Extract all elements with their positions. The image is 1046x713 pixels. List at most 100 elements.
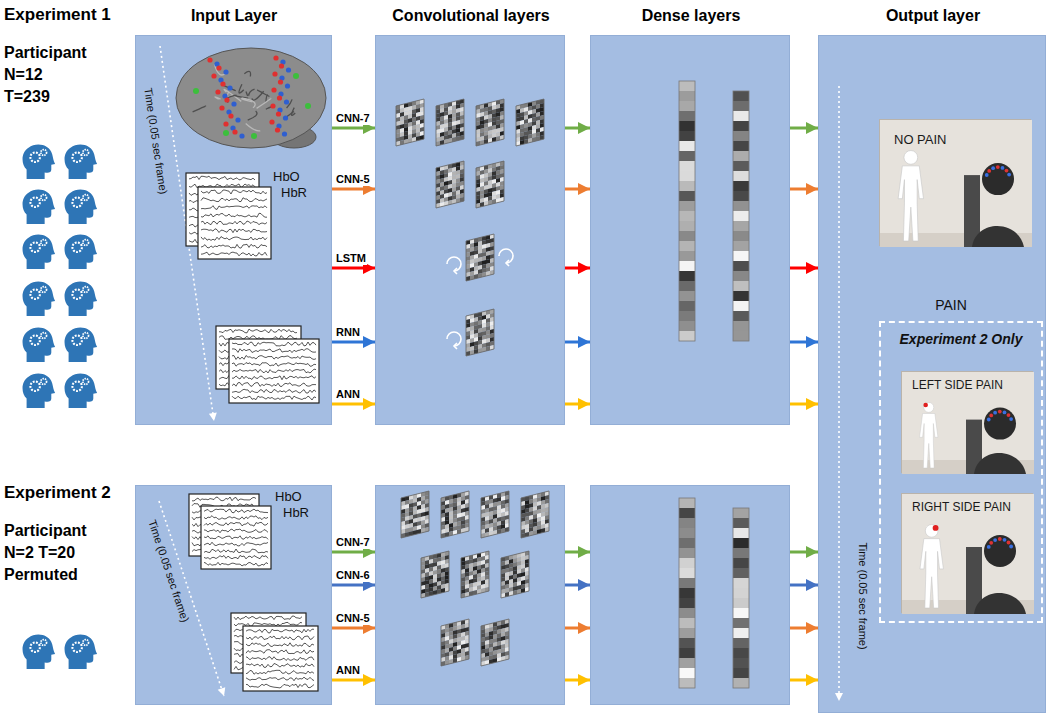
- dense-layer-panel: Dense layers: [590, 35, 790, 425]
- illustration-use: [23, 145, 56, 180]
- illustration-circle: [1003, 538, 1007, 542]
- illustration-rect: [733, 91, 749, 341]
- illustration-path: [974, 593, 1026, 614]
- photo-frame: LEFT SIDE PAIN: [901, 371, 1033, 473]
- illustration-g: [441, 619, 469, 666]
- illustration-rect: [481, 619, 509, 666]
- illustration-rect: [679, 578, 695, 588]
- illustration-circle: [933, 525, 939, 531]
- illustration-rect: [476, 161, 504, 208]
- illustration-rect: [679, 618, 695, 628]
- illustration-rect: [679, 608, 695, 618]
- illustration-rect: [733, 558, 749, 568]
- illustration-rect: [733, 121, 749, 131]
- illustration-circle: [923, 403, 928, 408]
- illustration-path: [189, 176, 255, 180]
- illustration-path: [246, 92, 247, 96]
- illustration-polygon: [218, 687, 226, 696]
- illustration-rect: [679, 498, 695, 688]
- connector-arrow: [565, 551, 590, 554]
- illustration-path: [246, 664, 314, 668]
- illustration-path: [201, 244, 267, 248]
- illustration-rect: [733, 141, 749, 151]
- illustration-path: [201, 198, 267, 202]
- class-label: NO PAIN: [894, 132, 947, 147]
- illustration-path: [242, 98, 256, 108]
- illustration-circle: [987, 418, 991, 422]
- illustration-rect: [679, 181, 695, 191]
- illustration-rect: [679, 261, 695, 271]
- illustration-rect: [679, 151, 695, 161]
- illustration-rect: [679, 201, 695, 211]
- connector-arrow: [332, 341, 375, 344]
- illustration-g: [401, 491, 429, 538]
- participant-info: Participant N=2 T=20 Permuted: [4, 520, 87, 586]
- illustration-rect: [441, 491, 469, 538]
- illustration-use: [65, 282, 98, 317]
- illustration-rect: [733, 111, 749, 121]
- signal-name: HbO: [273, 169, 300, 184]
- connector-arrow: [332, 627, 375, 630]
- illustration-path: [215, 97, 221, 99]
- illustration-rect: [679, 588, 695, 598]
- illustration-rect: [733, 628, 749, 638]
- illustration-rect: [243, 626, 318, 691]
- conv-layer-panel: Convolutional layers: [375, 35, 565, 425]
- illustration-line: [838, 86, 840, 701]
- illustration-path: [252, 91, 264, 100]
- illustration-path: [246, 650, 314, 654]
- illustration-use: [23, 328, 56, 363]
- illustration-path: [898, 166, 923, 241]
- illustration-circle: [211, 73, 216, 78]
- connector-arrow: [790, 127, 818, 130]
- illustration-path: [974, 453, 1026, 474]
- illustration-rect: [466, 309, 494, 356]
- illustration-path: [292, 108, 296, 116]
- illustration-g: [920, 524, 943, 608]
- illustration-circle: [215, 89, 220, 94]
- connector-arrow: [790, 341, 818, 344]
- illustration-rect: [733, 528, 749, 538]
- illustration-rect: [679, 301, 695, 311]
- layer-heading: Output layer: [886, 7, 980, 25]
- illustration-path: [204, 536, 268, 540]
- illustration-rect: [733, 608, 749, 618]
- illustration-rect: [679, 161, 695, 171]
- illustration-rect: [902, 372, 1034, 474]
- illustration-rect: [733, 191, 749, 201]
- illustration-circle: [1009, 545, 1013, 549]
- illustration-path: [204, 509, 268, 513]
- illustration-g: [421, 551, 449, 598]
- illustration-use: [23, 635, 56, 670]
- class-label: LEFT SIDE PAIN: [912, 378, 1003, 392]
- illustration-path: [248, 111, 257, 120]
- illustration-circle: [987, 169, 991, 173]
- input-layer-panel: HbOHbRTime (0.05 sec frame): [135, 485, 332, 705]
- illustration-rect: [733, 578, 749, 588]
- illustration-circle: [251, 133, 257, 139]
- layer-illustration: [591, 36, 791, 426]
- illustration-path: [204, 549, 268, 553]
- illustration-g: [466, 234, 494, 281]
- illustration-path: [233, 95, 248, 98]
- signal-name: HbO: [275, 489, 302, 504]
- illustration-rect: [679, 598, 695, 608]
- illustration-rect: [733, 211, 749, 221]
- class-label: RIGHT SIDE PAIN: [912, 500, 1011, 514]
- illustration-circle: [996, 165, 1000, 169]
- illustration-rect: [733, 231, 749, 241]
- output-layer-panel: Output layerTime (0.05 sec frame)NO PAIN…: [818, 35, 1046, 713]
- illustration-circle: [219, 105, 224, 110]
- illustration-rect: [733, 261, 749, 271]
- illustration-circle: [286, 67, 291, 72]
- illustration-rect: [679, 311, 695, 321]
- illustration-g: [920, 402, 938, 468]
- illustration-path: [193, 106, 206, 112]
- illustration-rect: [679, 211, 695, 221]
- illustration-rect: [679, 131, 695, 141]
- illustration-rect: [679, 101, 695, 111]
- illustration-use: [65, 374, 98, 409]
- illustration-use: [65, 635, 98, 670]
- photo-frame: NO PAIN: [879, 119, 1031, 246]
- illustration-path: [447, 257, 461, 271]
